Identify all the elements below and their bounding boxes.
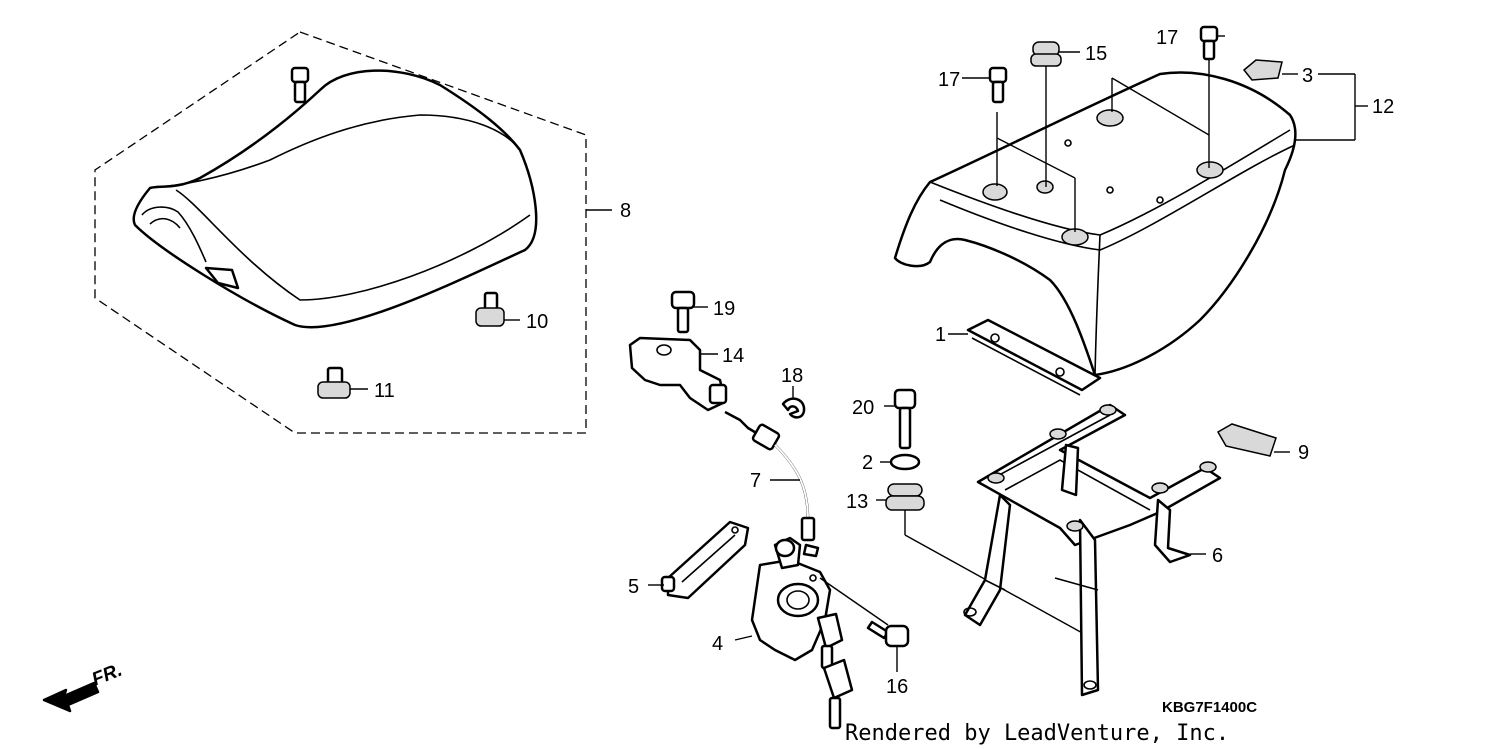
seat-lock-4[interactable]: [750, 536, 832, 662]
seat-group: [94, 31, 612, 434]
callout-17-right: 17: [1156, 27, 1178, 49]
washer-2[interactable]: [889, 453, 921, 471]
callout-11: 11: [374, 380, 395, 402]
callout-10: 10: [526, 311, 548, 333]
callout-1: 1: [935, 324, 946, 346]
callout-20: 20: [852, 397, 874, 419]
callout-13: 13: [846, 491, 868, 513]
plate-5[interactable]: [660, 520, 750, 600]
callout-3: 3: [1302, 65, 1313, 87]
clip-18[interactable]: [781, 397, 806, 419]
diagram-code: KBG7F1400C: [1162, 699, 1257, 716]
bolt-20[interactable]: [893, 388, 917, 450]
callout-4: 4: [712, 633, 723, 655]
bolt-19[interactable]: [670, 290, 696, 334]
carrier-6[interactable]: [963, 403, 1222, 697]
grommet-13[interactable]: [885, 483, 925, 511]
bolt-16[interactable]: [866, 620, 910, 648]
holder-14[interactable]: [628, 336, 728, 412]
key-1[interactable]: [816, 612, 844, 670]
bolt-11[interactable]: [317, 366, 351, 399]
rubber-3[interactable]: [1242, 59, 1283, 81]
callout-5: 5: [628, 576, 639, 598]
seat-cowl[interactable]: [893, 71, 1297, 377]
callout-16: 16: [886, 676, 908, 698]
credit-text: Rendered by LeadVenture, Inc.: [845, 721, 1229, 746]
front-direction-arrow: FR.: [42, 660, 125, 713]
bolt-17-left-shape[interactable]: [988, 66, 1008, 104]
callout-12: 12: [1372, 96, 1394, 118]
callout-7: 7: [750, 470, 761, 492]
bolt-17-left[interactable]: [290, 66, 310, 104]
grommet-15[interactable]: [1030, 41, 1062, 67]
callout-15: 15: [1085, 43, 1107, 65]
callout-17-left: 17: [938, 69, 960, 91]
callout-9: 9: [1298, 442, 1309, 464]
bolt-10[interactable]: [475, 291, 505, 327]
callout-6: 6: [1212, 545, 1223, 567]
rubber-9[interactable]: [1216, 423, 1277, 457]
cable-7[interactable]: [724, 410, 820, 558]
seat[interactable]: [132, 69, 538, 329]
callout-8: 8: [620, 200, 631, 222]
key-2[interactable]: [822, 658, 854, 730]
callout-19: 19: [713, 298, 735, 320]
bolt-17-right[interactable]: [1199, 25, 1219, 61]
bracket-1[interactable]: [966, 318, 1102, 396]
callout-14: 14: [722, 345, 744, 367]
callout-2: 2: [862, 452, 873, 474]
front-direction-label: FR.: [89, 660, 125, 691]
callout-18: 18: [781, 365, 803, 387]
seat-group-outline: [94, 31, 587, 434]
